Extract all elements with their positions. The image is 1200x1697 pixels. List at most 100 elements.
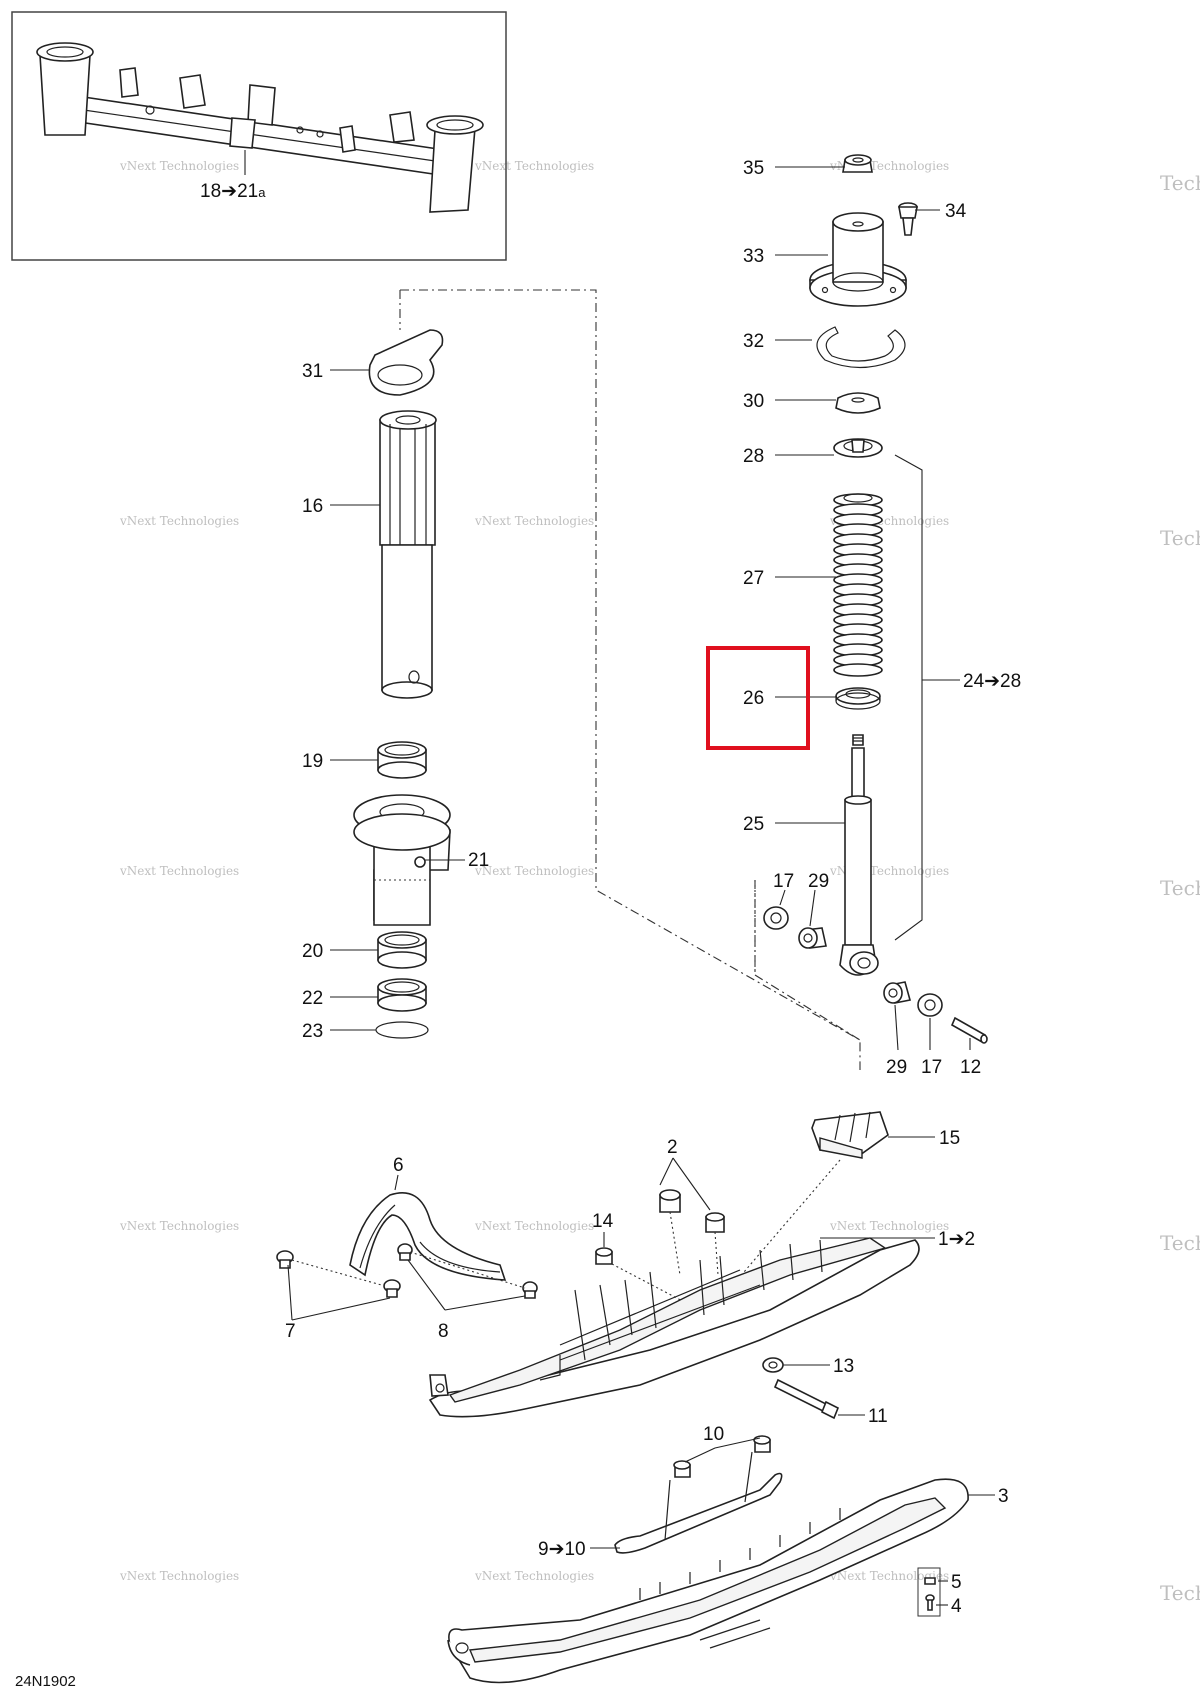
part-2-bushing-b	[705, 1212, 725, 1233]
part-26-spring-seat	[835, 687, 881, 710]
watermark-2: vNext Technologies	[474, 159, 594, 173]
part-27-coil-spring	[833, 493, 883, 677]
part-28-retainer	[833, 438, 883, 458]
label-8: 8	[438, 1321, 449, 1342]
label-6: 6	[393, 1155, 404, 1176]
label-31: 31	[302, 361, 323, 382]
watermark-20: Technologies	[1160, 1581, 1200, 1605]
part-10-nut-b	[753, 1435, 771, 1453]
part-29-bushing-left	[798, 927, 827, 949]
part-19-bushing	[377, 741, 427, 779]
watermarks: vNext Technologies vNext Technologies vN…	[119, 159, 1200, 1605]
steering-column-assembly	[353, 329, 451, 1039]
watermark-8: vNext Technologies	[474, 864, 594, 878]
part-11-bolt	[773, 1378, 840, 1420]
watermark-17: Technologies	[1160, 526, 1200, 550]
inset-label-21: 21	[237, 181, 258, 202]
svg-text:vNext Technologies: vNext Technologies	[829, 1569, 949, 1583]
inset-label-arrow: ➔	[221, 181, 237, 202]
spring-coil	[833, 663, 883, 677]
watermark-4: vNext Technologies	[119, 514, 239, 528]
inset-frame-box: 18➔21a	[11, 11, 507, 261]
label-32: 32	[743, 331, 764, 352]
part-22-bushing	[377, 978, 427, 1012]
part-31-lock-plate	[368, 329, 444, 396]
label-29-top: 29	[808, 871, 829, 892]
label-28: 28	[743, 446, 764, 467]
watermark-19: Technologies	[1160, 1231, 1200, 1255]
inset-label-suffix: a	[258, 185, 266, 200]
label-29-bottom: 29	[886, 1057, 907, 1078]
svg-text:Technologies: Technologies	[1160, 171, 1200, 195]
part-8-screw-b	[522, 1281, 538, 1299]
label-12: 12	[960, 1057, 981, 1078]
label-4: 4	[951, 1596, 962, 1617]
svg-text:Technologies: Technologies	[1160, 1581, 1200, 1605]
watermark-13: vNext Technologies	[119, 1569, 239, 1583]
label-3: 3	[998, 1486, 1009, 1507]
part-33-spring-cap	[809, 212, 907, 307]
part-7-screw-a	[276, 1250, 294, 1269]
part-34-bolt	[898, 202, 918, 236]
label-24-28: 24➔28	[963, 671, 1021, 692]
watermark-10: vNext Technologies	[119, 1219, 239, 1233]
part-5-clip	[924, 1577, 936, 1585]
label-17-bottom: 17	[921, 1057, 942, 1078]
label-23: 23	[302, 1021, 323, 1042]
watermark-1: vNext Technologies	[119, 159, 239, 173]
label-5: 5	[951, 1572, 962, 1593]
svg-text:vNext Technologies: vNext Technologies	[119, 1569, 239, 1583]
shock-absorber-assembly	[754, 154, 988, 1044]
svg-text:vNext Technologies: vNext Technologies	[119, 159, 239, 173]
part-9-runner	[614, 1451, 783, 1554]
part-4-screw	[925, 1594, 935, 1611]
label-27: 27	[743, 568, 764, 589]
watermark-5: vNext Technologies	[474, 514, 594, 528]
assembly-outlines	[399, 289, 960, 1070]
label-26: 26	[743, 688, 764, 709]
part-13-washer	[762, 1357, 784, 1373]
diagram-code: 24N1902	[15, 1673, 76, 1690]
label-19: 19	[302, 751, 323, 772]
watermark-7: vNext Technologies	[119, 864, 239, 878]
part-2-bushing-a	[659, 1189, 681, 1213]
label-20: 20	[302, 941, 323, 962]
part-20-bushing	[377, 931, 427, 969]
inset-label-18: 18	[200, 181, 221, 202]
label-25: 25	[743, 814, 764, 835]
label-14: 14	[592, 1211, 614, 1232]
svg-text:vNext Technologies: vNext Technologies	[474, 159, 594, 173]
label-11: 11	[868, 1406, 888, 1427]
label-1-2: 1➔2	[938, 1229, 975, 1250]
svg-text:vNext Technologies: vNext Technologies	[474, 1569, 594, 1583]
label-13: 13	[833, 1356, 854, 1377]
watermark-15: vNext Technologies	[829, 1569, 949, 1583]
label-10: 10	[703, 1424, 724, 1445]
label-2: 2	[667, 1137, 678, 1158]
svg-text:vNext Technologies: vNext Technologies	[829, 1219, 949, 1233]
ski-assembly	[276, 1111, 969, 1684]
part-25-damper	[839, 734, 879, 976]
part-6-handle	[349, 1192, 507, 1281]
part-14-nut	[595, 1247, 613, 1265]
part-17-washer-right	[917, 993, 943, 1017]
watermark-12: vNext Technologies	[829, 1219, 949, 1233]
part-17-washer-left	[763, 906, 789, 930]
label-22: 22	[302, 988, 323, 1009]
svg-text:vNext Technologies: vNext Technologies	[474, 864, 594, 878]
part-29-bushing-right	[883, 981, 912, 1004]
part-8-screw-a	[397, 1243, 413, 1261]
svg-text:vNext Technologies: vNext Technologies	[474, 1219, 594, 1233]
spring-top-opening	[843, 493, 873, 503]
watermark-16: Technologies	[1160, 171, 1200, 195]
label-7: 7	[285, 1321, 296, 1342]
watermark-11: vNext Technologies	[474, 1219, 594, 1233]
label-15: 15	[939, 1128, 960, 1149]
label-21: 21	[468, 850, 489, 871]
label-34: 34	[945, 201, 967, 222]
part-30-washer	[835, 392, 881, 414]
leader-lines	[287, 166, 995, 1606]
highlight-box-part-26	[706, 646, 810, 750]
svg-text:vNext Technologies: vNext Technologies	[119, 514, 239, 528]
